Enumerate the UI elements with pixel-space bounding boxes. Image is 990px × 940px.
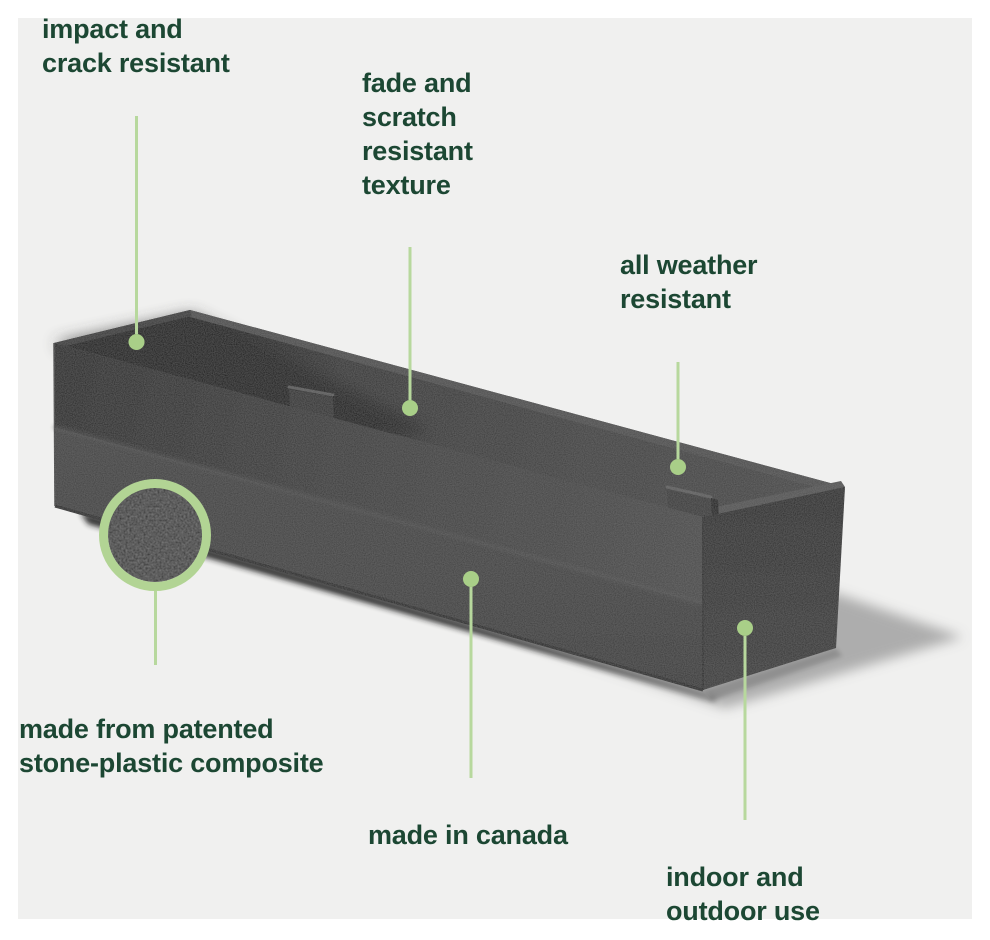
callouts xyxy=(128,116,753,820)
texture-detail-circle xyxy=(99,479,211,665)
planter-back-rim xyxy=(190,310,845,494)
callout-dot-indoor xyxy=(737,620,753,636)
front-face-highlight-line xyxy=(53,425,704,606)
texture-detail-fill xyxy=(108,488,202,582)
callout-dot-weather xyxy=(670,459,686,475)
feature-label-made-in-canada: made in canada xyxy=(368,820,568,850)
front-face-reflection-band xyxy=(54,343,703,604)
texture-detail-ring xyxy=(99,479,211,591)
front-left-edge xyxy=(53,342,56,507)
feature-label-indoor-outdoor: indoor and outdoor use xyxy=(666,862,820,926)
planter-right-rim xyxy=(701,481,845,517)
feature-label-impact-crack: impact and crack resistant xyxy=(42,14,230,78)
callout-dot-canada xyxy=(463,571,479,587)
planter-left-rim xyxy=(54,310,192,348)
feature-label-stone-plastic: made from patented stone-plastic composi… xyxy=(19,714,324,778)
callout-dot-fade xyxy=(402,400,418,416)
feature-label-fade-scratch: fade and scratch resistant texture xyxy=(362,68,473,200)
feature-label-all-weather: all weather resistant xyxy=(620,250,758,314)
planter-box xyxy=(53,310,845,692)
callout-dot-impact xyxy=(128,334,145,350)
planter-right-face xyxy=(703,487,845,690)
